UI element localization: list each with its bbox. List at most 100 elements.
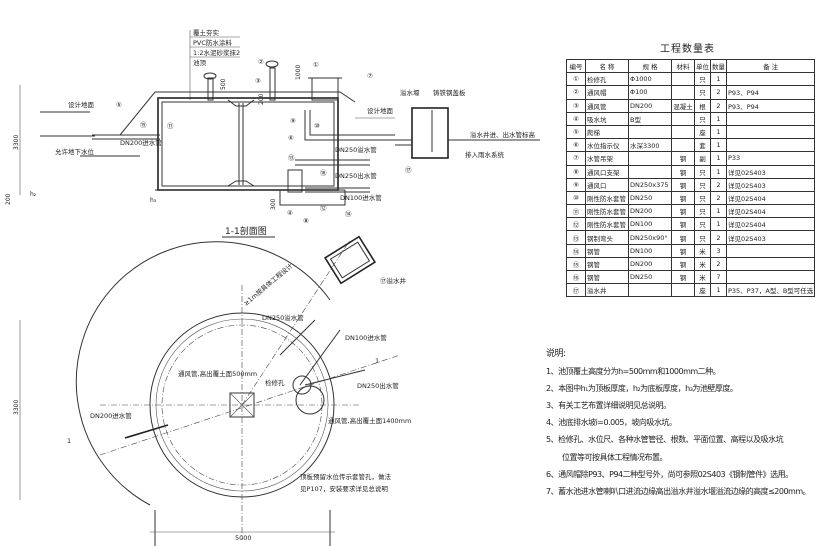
notes: 说明: 1、池顶覆土高度分为h=500mm和1000mm二种。 2、本图中h₁为… xyxy=(546,346,811,500)
overflow-well-label: ⑰溢水井 xyxy=(380,276,407,285)
outlet-label: DN250出水管 xyxy=(357,381,399,390)
table-cell: 副 xyxy=(694,151,711,166)
table-cell: B型 xyxy=(628,111,672,126)
manhole-label: 检修孔 xyxy=(265,378,285,387)
table-cell: DN200 xyxy=(628,204,672,219)
section-title: 1-1剖面图 xyxy=(225,225,267,237)
overflow-well-plan xyxy=(323,235,377,285)
table-cell: 2 xyxy=(710,98,727,113)
table-cell: 钢 xyxy=(671,190,695,206)
design-ground-label: 设计地面 xyxy=(68,100,95,109)
callout: ⑪ xyxy=(167,122,174,130)
note-item: 1、池顶覆土高度分为h=500mm和1000mm二种。 xyxy=(546,367,721,377)
inlet-small-label: DN100进水管 xyxy=(340,193,382,202)
groundwater-label: 允许地下水位 xyxy=(55,147,95,156)
callout: ⑨ xyxy=(290,117,296,125)
table-cell: 详见02S404 xyxy=(725,204,816,219)
design-ground-label: 设计地面 xyxy=(367,106,394,115)
note-item: 3、有关工艺布置详细说明见总说明。 xyxy=(546,401,671,411)
table-cell: 吸水坑 xyxy=(585,111,629,126)
table-cell xyxy=(628,164,672,179)
dimension: 300 xyxy=(270,198,277,210)
table-cell: 检修孔 xyxy=(585,72,629,87)
table-cell: P93、P94 xyxy=(725,98,816,113)
table-cell: ⑬ xyxy=(566,230,586,245)
table-cell: 根 xyxy=(694,98,711,113)
table-cell: 溢水井 xyxy=(585,283,629,298)
inlet-label: DN200进水管 xyxy=(90,411,132,420)
col-header: 单位 xyxy=(694,58,711,74)
dimension: 500 xyxy=(220,78,227,90)
note-item: 2、本图中h₁为顶板厚度，h₂为底板厚度，h₃为池壁厚度。 xyxy=(546,384,738,394)
note-item: 位置等可按具体工程情况布置。 xyxy=(562,452,668,462)
table-cell: 只 xyxy=(694,111,711,126)
to-well-note: ≥1m按具体工程设计 xyxy=(242,261,295,308)
table-cell: DN250 xyxy=(628,269,672,285)
table-cell: 1 xyxy=(710,283,727,298)
table-cell: 钢 xyxy=(671,177,695,192)
layer-label: 覆土夯实 xyxy=(193,28,220,37)
plan-view: ≥1m按具体工程设计 ⑰溢水井 DN250溢水管 DN100进水管 DN250出… xyxy=(13,235,411,546)
dimension: 1000 xyxy=(295,65,302,80)
table-cell: 米 xyxy=(694,243,711,258)
table-title: 工程数量表 xyxy=(660,44,715,55)
table-cell: 水深3300 xyxy=(628,138,672,153)
table-cell xyxy=(725,111,816,126)
callout: ⑭ xyxy=(345,210,352,218)
col-header: 名 称 xyxy=(585,58,629,74)
table-cell: 只 xyxy=(694,85,711,100)
table-cell: 水管吊架 xyxy=(585,151,629,166)
table-cell xyxy=(725,256,816,272)
table-cell: 3 xyxy=(710,243,727,258)
table-cell: 2 xyxy=(710,177,727,192)
table-cell: 只 xyxy=(694,230,711,245)
section-mark: 1 xyxy=(67,437,71,445)
table-cell: 1 xyxy=(710,111,727,126)
callout: ② xyxy=(258,58,264,66)
table-cell: 只 xyxy=(694,204,711,219)
table-cell: 钢 xyxy=(671,256,695,272)
table-cell xyxy=(671,283,695,298)
cover-label: 铸铁钢盖板 xyxy=(433,88,466,97)
table-cell: 钢 xyxy=(671,164,695,179)
col-header: 备 注 xyxy=(725,58,816,74)
table-cell: ⑩ xyxy=(566,190,586,206)
table-cell: 米 xyxy=(694,269,711,285)
layer-label: 池顶 xyxy=(193,58,207,67)
col-header: 数量 xyxy=(710,58,727,74)
table-cell: P93、P94 xyxy=(725,85,816,100)
table-cell: 钢制弯头 xyxy=(585,230,629,245)
table-cell: ② xyxy=(566,85,586,100)
table-cell: 只 xyxy=(694,177,711,192)
table-cell: 2 xyxy=(710,85,727,100)
table-cell xyxy=(628,283,672,298)
table-cell: DN100 xyxy=(628,217,672,232)
table-cell: 2 xyxy=(710,190,727,206)
level-note: 顶板预留水位传示套管孔，做法 xyxy=(300,472,392,481)
table-cell: ⑨ xyxy=(566,177,586,192)
dimension: 200 xyxy=(258,93,265,105)
table-cell: 1 xyxy=(710,72,727,87)
table-cell: ③ xyxy=(566,98,586,113)
dimension: h₃ xyxy=(150,197,157,204)
table-cell: ⑭ xyxy=(566,243,586,258)
table-cell: 2 xyxy=(710,230,727,245)
to-rain-label: 排入雨水系统 xyxy=(465,150,505,159)
table-cell: P35、P37，A型、B型可任选 xyxy=(725,283,816,298)
table-cell: 只 xyxy=(694,164,711,179)
callout: ④ xyxy=(287,209,293,217)
table-cell: 7 xyxy=(710,269,727,285)
manhole-plan xyxy=(229,392,255,418)
table-cell: Φ1000 xyxy=(628,72,672,87)
